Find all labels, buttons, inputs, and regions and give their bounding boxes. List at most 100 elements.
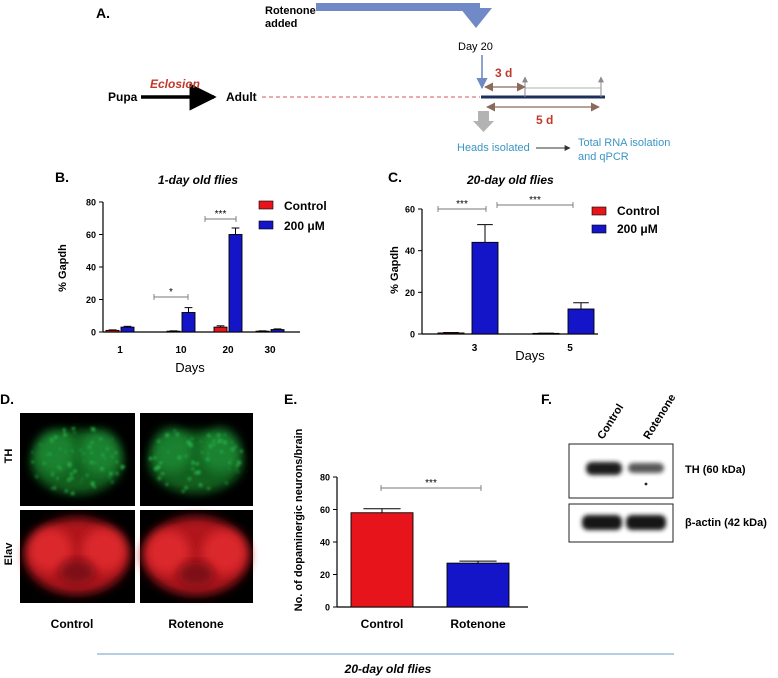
- image-elav-control: [20, 510, 135, 603]
- panel-label-a: A.: [96, 5, 110, 21]
- chart-b-category-label: 30: [264, 345, 276, 356]
- panel-label-e: E.: [284, 391, 297, 407]
- neuron-speck: [235, 463, 240, 468]
- chart-c-category-label: 5: [567, 343, 573, 354]
- chart-b-sig-label: ***: [215, 209, 227, 220]
- neuron-speck: [190, 466, 195, 471]
- chart-b-control-bar: [213, 326, 228, 333]
- neuron-speck: [212, 439, 216, 443]
- panel-d-images: D. TH Elav: [0, 391, 253, 631]
- neuron-speck: [100, 467, 104, 471]
- image-th-control: [20, 413, 135, 506]
- neuron-speck: [199, 440, 202, 443]
- neuron-speck: [165, 483, 169, 486]
- neuron-speck: [105, 447, 109, 451]
- neuron-speck: [111, 438, 114, 440]
- neuron-speck: [207, 452, 210, 455]
- neuron-speck: [71, 449, 74, 452]
- chart-b-200-bar: [228, 234, 243, 333]
- chart-b-ytick-label: 80: [86, 198, 96, 208]
- neuron-speck: [236, 470, 240, 474]
- chart-e-control-bar: [350, 512, 414, 608]
- neuron-speck: [198, 483, 203, 487]
- neuron-speck: [153, 456, 157, 460]
- neuron-speck: [67, 462, 72, 467]
- neuron-speck: [115, 471, 119, 476]
- neuron-speck: [69, 472, 74, 476]
- band-th-rotenone: [628, 463, 664, 473]
- chart-b-ytick-label: 0: [91, 328, 96, 338]
- neuron-speck: [71, 427, 75, 430]
- chart-b-legend: Control 200 μM: [258, 199, 327, 233]
- neuron-speck: [87, 444, 92, 450]
- neuron-speck: [228, 461, 232, 465]
- chart-b-control-bar: [105, 329, 120, 333]
- chart-e-ytick-label: 0: [325, 603, 330, 613]
- chart-e-ytick-label: 60: [320, 505, 330, 515]
- neuron-speck: [167, 450, 170, 453]
- neuron-speck: [95, 435, 98, 437]
- chart-b-200-bar: [120, 326, 135, 333]
- neuron-speck: [120, 464, 123, 467]
- neuron-speck: [66, 433, 69, 436]
- neuron-speck: [82, 459, 85, 462]
- panel-a-schematic: A. Rotenone added Day 20 Pupa Eclosion A…: [96, 3, 670, 163]
- neuron-speck: [85, 473, 89, 478]
- neuron-speck: [184, 486, 188, 490]
- footer-label: 20-day old flies: [344, 662, 432, 676]
- band-actin-rotenone: [626, 515, 666, 530]
- neuron-speck: [190, 437, 194, 440]
- neuron-speck: [67, 477, 71, 482]
- neuron-speck: [216, 433, 221, 438]
- neuron-speck: [230, 458, 233, 461]
- neuron-speck: [89, 461, 93, 464]
- neuron-speck: [79, 448, 83, 452]
- neuron-speck: [213, 443, 216, 446]
- chart-e-category-label: Control: [361, 617, 404, 631]
- neuron-speck: [52, 486, 57, 490]
- col-label-control: Control: [51, 617, 94, 631]
- neuron-speck: [110, 480, 114, 484]
- three-d-label: 3 d: [495, 66, 512, 80]
- blot-col-control: Control: [595, 402, 626, 442]
- neuron-speck: [90, 481, 95, 486]
- neuron-speck: [94, 462, 97, 464]
- rotenone-label-line1: Rotenone: [265, 5, 316, 17]
- legend-c-200-swatch: [591, 224, 607, 234]
- neuron-speck: [56, 477, 59, 480]
- neuron-speck: [111, 455, 114, 459]
- neuron-speck: [48, 452, 52, 456]
- blot-label-actin: β-actin (42 kDa): [685, 517, 767, 529]
- neuron-speck: [230, 447, 235, 452]
- neuron-speck: [194, 470, 199, 475]
- chart-c-category-label: 3: [472, 343, 478, 354]
- neuron-speck: [99, 437, 102, 441]
- neuron-speck: [228, 468, 231, 470]
- chart-e-sig-label: ***: [425, 478, 437, 489]
- neuron-speck: [94, 486, 97, 489]
- chart-c-200-bar: [471, 241, 499, 335]
- band-th-control: [586, 462, 622, 475]
- chart-b-ytick-label: 40: [86, 263, 96, 273]
- neuron-speck: [159, 472, 162, 475]
- neuron-speck: [103, 457, 106, 460]
- neuron-speck: [233, 445, 237, 449]
- chart-e-rotenone-bar: [446, 562, 510, 608]
- neuron-speck: [208, 444, 213, 449]
- image-elav-rotenone: [140, 510, 253, 603]
- panel-f-blot: F. Control Rotenone TH (60 kDa) β-actin …: [541, 391, 767, 543]
- chart-e-ylabel: No. of dopaminergic neurons/brain: [293, 428, 305, 611]
- chart-c-ytick-label: 0: [410, 330, 415, 340]
- neuron-speck: [177, 455, 182, 460]
- row-label-elav: Elav: [3, 542, 15, 566]
- neuron-speck: [187, 477, 192, 481]
- neuron-speck: [49, 437, 53, 440]
- neuron-speck: [31, 451, 34, 454]
- rotenone-arrow: [316, 3, 492, 28]
- rna-label-line1: Total RNA isolation: [578, 137, 670, 149]
- chart-c-200-bar: [567, 308, 595, 335]
- neuron-speck: [223, 433, 227, 436]
